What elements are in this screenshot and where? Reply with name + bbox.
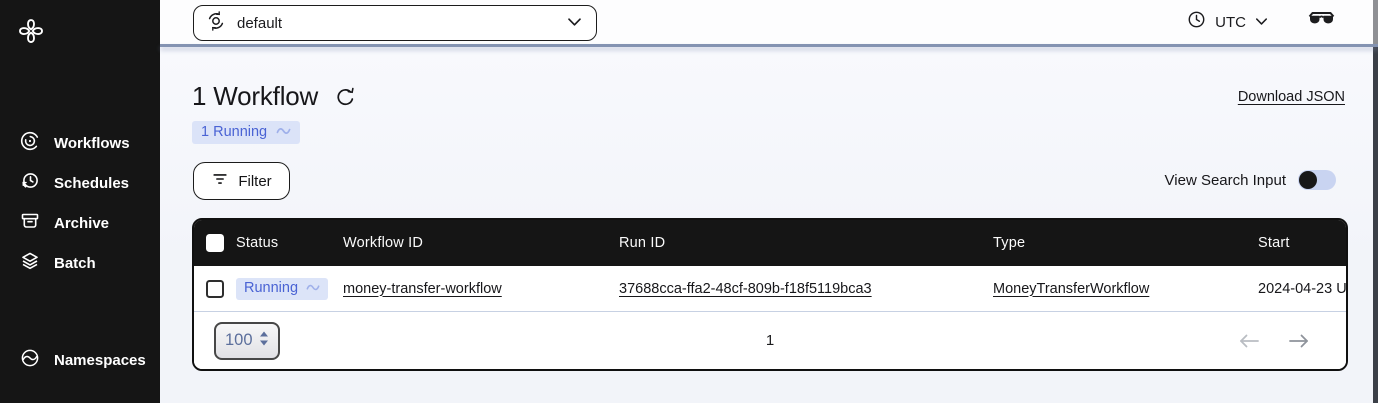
workflows-icon xyxy=(19,130,41,156)
column-header-type: Type xyxy=(993,235,1026,251)
glasses-icon xyxy=(1308,11,1335,33)
sidebar-item-label: Schedules xyxy=(54,174,130,192)
page-size-value: 100 xyxy=(225,331,253,349)
run-id-link[interactable]: 37688cca-ffa2-48cf-809b-f18f5119bca3 xyxy=(619,280,872,297)
stepper-arrows-icon xyxy=(259,331,269,351)
view-search-input-toggle[interactable] xyxy=(1298,170,1336,190)
topbar-right: UTC xyxy=(1187,0,1335,44)
sidebar-nav: Workflows Schedules Archive xyxy=(0,123,160,283)
labs-mode-button[interactable] xyxy=(1308,11,1335,33)
page-indicator: 1 xyxy=(765,332,775,349)
main-content: 1 Workflow Download JSON 1 Running xyxy=(160,47,1378,403)
table-footer: 100 1 xyxy=(194,311,1346,369)
filter-button[interactable]: Filter xyxy=(193,162,290,200)
sidebar-item-archive[interactable]: Archive xyxy=(0,203,160,243)
start-time: 2024-04-23 U xyxy=(1258,280,1346,297)
view-search-input-label: View Search Input xyxy=(1164,171,1286,189)
namespaces-icon xyxy=(19,347,41,373)
status-label: Running xyxy=(244,280,299,296)
select-all-checkbox[interactable] xyxy=(206,234,224,252)
workflow-type-link[interactable]: MoneyTransferWorkflow xyxy=(993,280,1150,297)
pulse-icon xyxy=(306,280,320,296)
window-edge-top xyxy=(1373,0,1378,44)
batch-icon xyxy=(19,250,41,276)
sidebar-item-workflows[interactable]: Workflows xyxy=(0,123,160,163)
namespace-switcher-icon xyxy=(205,10,227,37)
temporal-logo-icon[interactable] xyxy=(16,16,46,46)
toggle-knob xyxy=(1299,171,1317,189)
filter-lines-icon xyxy=(211,170,229,192)
pulse-icon xyxy=(276,124,291,140)
arrow-left-icon[interactable] xyxy=(1238,333,1260,349)
clock-icon xyxy=(1187,10,1206,34)
sidebar: Workflows Schedules Archive xyxy=(0,0,160,403)
sidebar-item-namespaces[interactable]: Namespaces xyxy=(0,340,160,380)
column-header-workflow-id: Workflow ID xyxy=(343,235,424,251)
row-checkbox[interactable] xyxy=(206,279,224,298)
sidebar-item-label: Namespaces xyxy=(54,351,146,369)
window-edge xyxy=(1373,0,1378,403)
topbar-divider xyxy=(160,44,1378,47)
column-header-run-id: Run ID xyxy=(619,235,666,251)
column-header-status: Status xyxy=(236,235,279,251)
workflow-id-link[interactable]: money-transfer-workflow xyxy=(343,280,502,297)
filter-button-label: Filter xyxy=(238,172,272,190)
timezone-value: UTC xyxy=(1215,13,1246,31)
status-badge: Running xyxy=(236,277,329,300)
schedules-icon xyxy=(19,170,41,196)
table-header-row: Status Workflow ID Run ID Type Start xyxy=(194,220,1346,266)
namespace-value: default xyxy=(237,14,283,32)
page-size-select[interactable]: 100 xyxy=(214,321,280,360)
timezone-selector[interactable]: UTC xyxy=(1187,10,1268,34)
namespace-selector[interactable]: default xyxy=(193,5,597,41)
chevron-down-icon xyxy=(1255,13,1268,31)
sidebar-item-schedules[interactable]: Schedules xyxy=(0,163,160,203)
page-title: 1 Workflow xyxy=(192,81,319,111)
workflows-table: Status Workflow ID Run ID Type Start Run… xyxy=(192,218,1348,371)
chevron-down-icon xyxy=(567,14,582,32)
running-count-badge[interactable]: 1 Running xyxy=(192,121,301,144)
running-count-label: 1 Running xyxy=(201,124,268,140)
column-header-start: Start xyxy=(1258,235,1290,251)
sidebar-nav-bottom: Namespaces xyxy=(0,340,160,380)
sidebar-item-batch[interactable]: Batch xyxy=(0,243,160,283)
sidebar-item-label: Archive xyxy=(54,214,110,232)
archive-icon xyxy=(19,210,41,236)
sidebar-item-label: Batch xyxy=(54,254,96,272)
download-json-link[interactable]: Download JSON xyxy=(1237,89,1345,105)
table-row: Running money-transfer-workflow 37688cca… xyxy=(194,266,1346,311)
sidebar-item-label: Workflows xyxy=(54,134,130,152)
arrow-right-icon[interactable] xyxy=(1288,333,1310,349)
refresh-icon[interactable] xyxy=(335,87,356,108)
topbar: default UTC xyxy=(160,0,1378,44)
